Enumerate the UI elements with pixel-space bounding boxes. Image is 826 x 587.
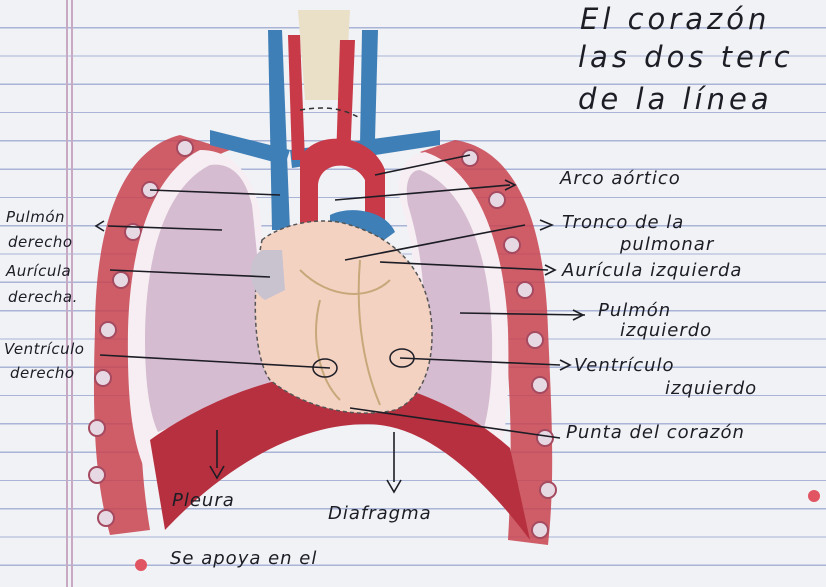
- label-pulmon-derecho: Pulmón: [6, 208, 65, 226]
- label-ventriculo-izquierdo: Ventrículo: [574, 355, 675, 376]
- note-line-1: El corazón: [580, 2, 770, 36]
- note-line-3: de la línea: [578, 82, 773, 116]
- label-pulmon-izquierdo: Pulmón: [598, 300, 671, 321]
- label-auricula-izquierda: Aurícula izquierda: [562, 260, 742, 281]
- label-auricula-derecha-2: derecha.: [8, 288, 78, 306]
- label-tronco-pulmonar-2: pulmonar: [620, 234, 714, 255]
- heart: [255, 221, 432, 413]
- label-ventriculo-derecho: Ventrículo: [4, 340, 84, 358]
- superior-vena-cava: [268, 30, 290, 230]
- label-ventriculo-derecho-2: derecho: [10, 364, 75, 382]
- label-pulmon-izquierdo-2: izquierdo: [620, 320, 712, 341]
- label-ventriculo-izquierdo-2: izquierdo: [665, 378, 757, 399]
- label-auricula-derecha: Aurícula: [6, 262, 71, 280]
- label-pleura: Pleura: [172, 490, 235, 511]
- label-diafragma: Diafragma: [328, 503, 432, 524]
- label-arco-aortico: Arco aórtico: [560, 168, 681, 189]
- footer-note: Se apoya en el: [170, 548, 317, 569]
- note-line-2: las dos terc: [578, 40, 794, 74]
- jugular-vein: [360, 30, 378, 145]
- label-pulmon-derecho-2: derecho: [8, 233, 73, 251]
- label-punta-corazon: Punta del corazón: [566, 422, 745, 443]
- label-tronco-pulmonar: Tronco de la: [562, 212, 684, 233]
